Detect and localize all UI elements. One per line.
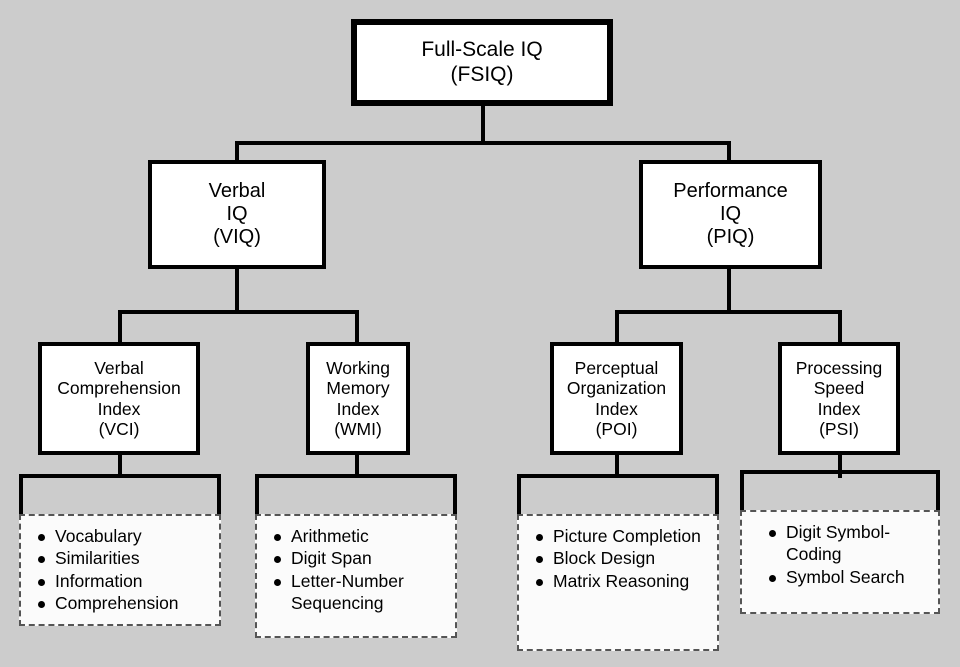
- node-working-memory-index[interactable]: Working Memory Index (WMI): [306, 342, 410, 455]
- list-item: Information: [38, 570, 213, 592]
- list-item: Symbol Search: [769, 566, 932, 588]
- node-viq-line1: Verbal: [208, 179, 266, 202]
- node-wmi-line3: Index: [336, 398, 380, 419]
- node-piq-line1: Performance: [673, 179, 788, 202]
- node-verbal-iq[interactable]: Verbal IQ (VIQ): [148, 160, 326, 269]
- connector-poi-stem: [615, 452, 619, 478]
- node-vci-line4: (VCI): [98, 418, 140, 439]
- node-verbal-comprehension-index[interactable]: Verbal Comprehension Index (VCI): [38, 342, 200, 455]
- node-viq-line3: (VIQ): [213, 226, 261, 249]
- connector-drop-piq: [727, 141, 731, 163]
- node-poi-line1: Perceptual: [574, 357, 659, 378]
- node-fsiq-line1: Full-Scale IQ: [421, 38, 543, 62]
- node-full-scale-iq[interactable]: Full-Scale IQ (FSIQ): [351, 19, 613, 106]
- node-perceptual-organization-index[interactable]: Perceptual Organization Index (POI): [550, 342, 683, 455]
- node-performance-iq[interactable]: Performance IQ (PIQ): [639, 160, 822, 269]
- connector-drop-vci: [118, 310, 122, 344]
- node-psi-line3: Index: [817, 398, 861, 419]
- node-vci-line1: Verbal: [94, 357, 144, 378]
- connector-piq-stem: [727, 266, 731, 314]
- bracket-poi-subtests: [517, 474, 719, 518]
- subtest-items-psi: Digit Symbol-Coding Symbol Search: [762, 521, 932, 588]
- list-item: Digit Span: [274, 547, 449, 569]
- node-psi-line2: Speed: [813, 378, 865, 399]
- node-psi-line1: Processing: [795, 357, 883, 378]
- node-piq-line3: (PIQ): [706, 226, 755, 249]
- node-poi-line3: Index: [595, 398, 638, 419]
- connector-drop-psi: [838, 310, 842, 344]
- subtest-list-wmi: Arithmetic Digit Span Letter-Number Sequ…: [255, 514, 457, 638]
- list-item: Arithmetic: [274, 525, 449, 547]
- node-viq-line2: IQ: [226, 202, 248, 225]
- connector-drop-poi: [615, 310, 619, 344]
- node-wmi-line4: (WMI): [334, 418, 382, 439]
- connector-wmi-stem: [355, 452, 359, 478]
- node-poi-line4: (POI): [595, 418, 638, 439]
- node-psi-line4: (PSI): [819, 418, 859, 439]
- node-vci-line3: Index: [97, 398, 141, 419]
- list-item: Comprehension: [38, 592, 213, 614]
- subtest-list-poi: Picture Completion Block Design Matrix R…: [517, 514, 719, 651]
- subtest-items-vci: Vocabulary Similarities Information Comp…: [31, 525, 213, 615]
- connector-psi-stem: [838, 452, 842, 478]
- connector-viq-bus: [118, 310, 359, 314]
- list-item: Picture Completion: [536, 525, 711, 547]
- bracket-wmi-subtests: [255, 474, 457, 518]
- subtest-list-vci: Vocabulary Similarities Information Comp…: [19, 514, 221, 626]
- node-wmi-line2: Memory: [326, 378, 390, 399]
- subtest-list-psi: Digit Symbol-Coding Symbol Search: [740, 510, 940, 614]
- connector-vci-stem: [118, 452, 122, 478]
- list-item: Similarities: [38, 547, 213, 569]
- list-item: Block Design: [536, 547, 711, 569]
- connector-level2-bus: [235, 141, 731, 145]
- list-item: Matrix Reasoning: [536, 570, 711, 592]
- list-item: Letter-Number Sequencing: [274, 570, 449, 615]
- list-item: Vocabulary: [38, 525, 213, 547]
- node-processing-speed-index[interactable]: Processing Speed Index (PSI): [778, 342, 900, 455]
- subtest-items-poi: Picture Completion Block Design Matrix R…: [529, 525, 711, 592]
- bracket-vci-subtests: [19, 474, 221, 518]
- node-fsiq-line2: (FSIQ): [450, 62, 514, 86]
- connector-drop-viq: [235, 141, 239, 163]
- list-item: Digit Symbol-Coding: [769, 521, 932, 566]
- connector-piq-bus: [615, 310, 842, 314]
- connector-fsiq-stem: [481, 103, 485, 145]
- connector-viq-stem: [235, 266, 239, 314]
- subtest-items-wmi: Arithmetic Digit Span Letter-Number Sequ…: [267, 525, 449, 615]
- node-piq-line2: IQ: [719, 202, 742, 225]
- bracket-psi-subtests: [740, 470, 940, 514]
- node-vci-line2: Comprehension: [57, 378, 181, 399]
- connector-drop-wmi: [355, 310, 359, 344]
- node-wmi-line1: Working: [326, 357, 390, 378]
- node-poi-line2: Organization: [566, 378, 667, 399]
